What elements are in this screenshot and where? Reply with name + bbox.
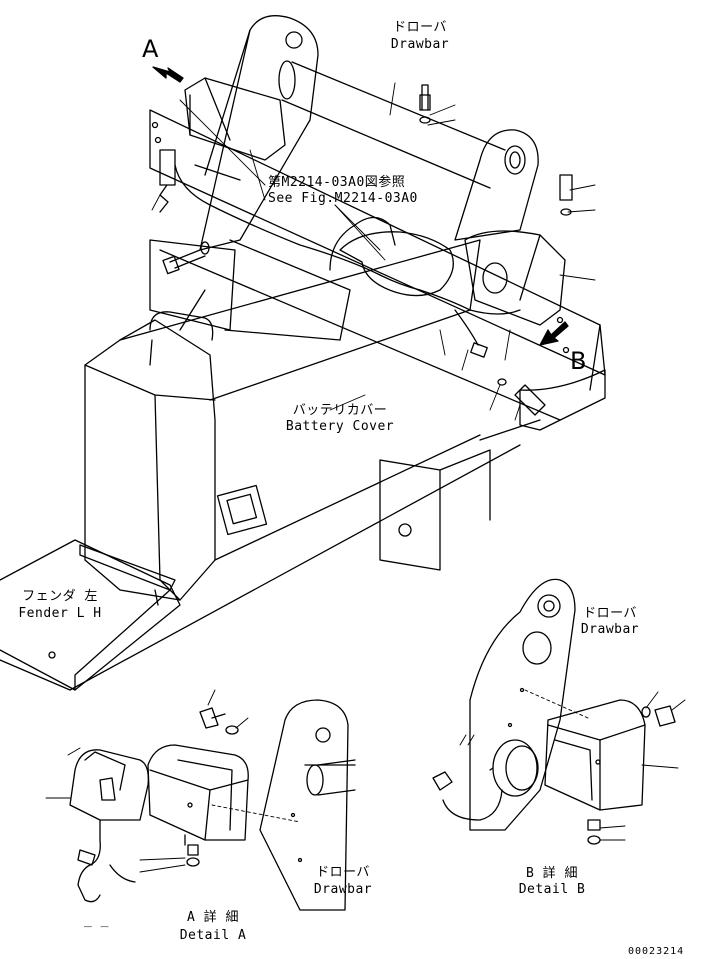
bolt-lower-right [497,378,546,416]
battery-cover-label-jp: バッテリカバー [292,403,388,418]
bolt-left [162,241,210,275]
detail-a-title-en: Detail A [179,928,247,943]
detail-a-leaders [45,689,301,873]
detail-b-leaders [459,689,686,841]
drawing-number: 00023214 [628,946,685,957]
detail-b-nut [587,819,601,845]
bracket-left [159,149,176,213]
dash-mark: _ _ [84,913,109,928]
detail-b-bolt [641,705,676,727]
callout-a-letter: A [142,35,159,63]
detail-a-drawbar-label-en: Drawbar [313,882,373,897]
fender-lh [0,419,541,691]
drawbar-top-label-en: Drawbar [390,37,450,52]
drawbar-top-label-jp: ドローバ [393,20,447,35]
frame-support [149,239,491,571]
drawbar-tube [278,60,506,189]
drawbar-right-plate [454,129,539,241]
fender-label-en: Fender L H [18,606,102,621]
battery-cover-label-en: Battery Cover [285,419,395,434]
detail-b-title-en: Detail B [518,882,586,897]
work-lamp-a [184,77,286,161]
bolt-top-right [559,174,573,216]
detail-b-drawbar-plate [469,578,576,831]
detail-b-title-jp: B 詳 細 [526,866,578,881]
drawbar-left-plate [199,15,319,251]
frame-beam [149,109,606,431]
detail-b-lamp-housing [544,699,646,811]
callout-arrow-a [152,66,184,83]
detail-b-drawbar-label-en: Drawbar [580,622,640,637]
reference-label-jp: 第M2214-03A0図参照 [268,175,406,190]
detail-a-lamp-housing [147,744,249,846]
work-lamp-b [464,230,566,326]
wiring-harness [174,164,521,358]
detail-b-lamp [432,739,539,821]
fender-label-jp: フェンダ 左 [22,589,98,604]
detail-a-lamp [69,749,149,866]
detail-b-drawbar-label-jp: ドローバ [583,606,637,621]
callout-b-letter: B [570,347,587,375]
detail-a-harness [77,849,136,903]
detail-a-bolt [199,707,239,735]
fender-support-strip [79,544,176,606]
detail-a-drawbar-label-jp: ドローバ [316,865,370,880]
detail-a-title-jp: A 詳 細 [187,910,239,925]
detail-a-nut [186,844,200,867]
bolt-top-center [419,84,431,124]
reference-label-en: See Fig.M2214-03A0 [268,191,418,206]
leader-lines-main [151,82,596,421]
battery-cover [84,239,481,601]
detail-a-drawbar-plate [259,699,356,911]
callout-arrow-b [539,321,569,346]
